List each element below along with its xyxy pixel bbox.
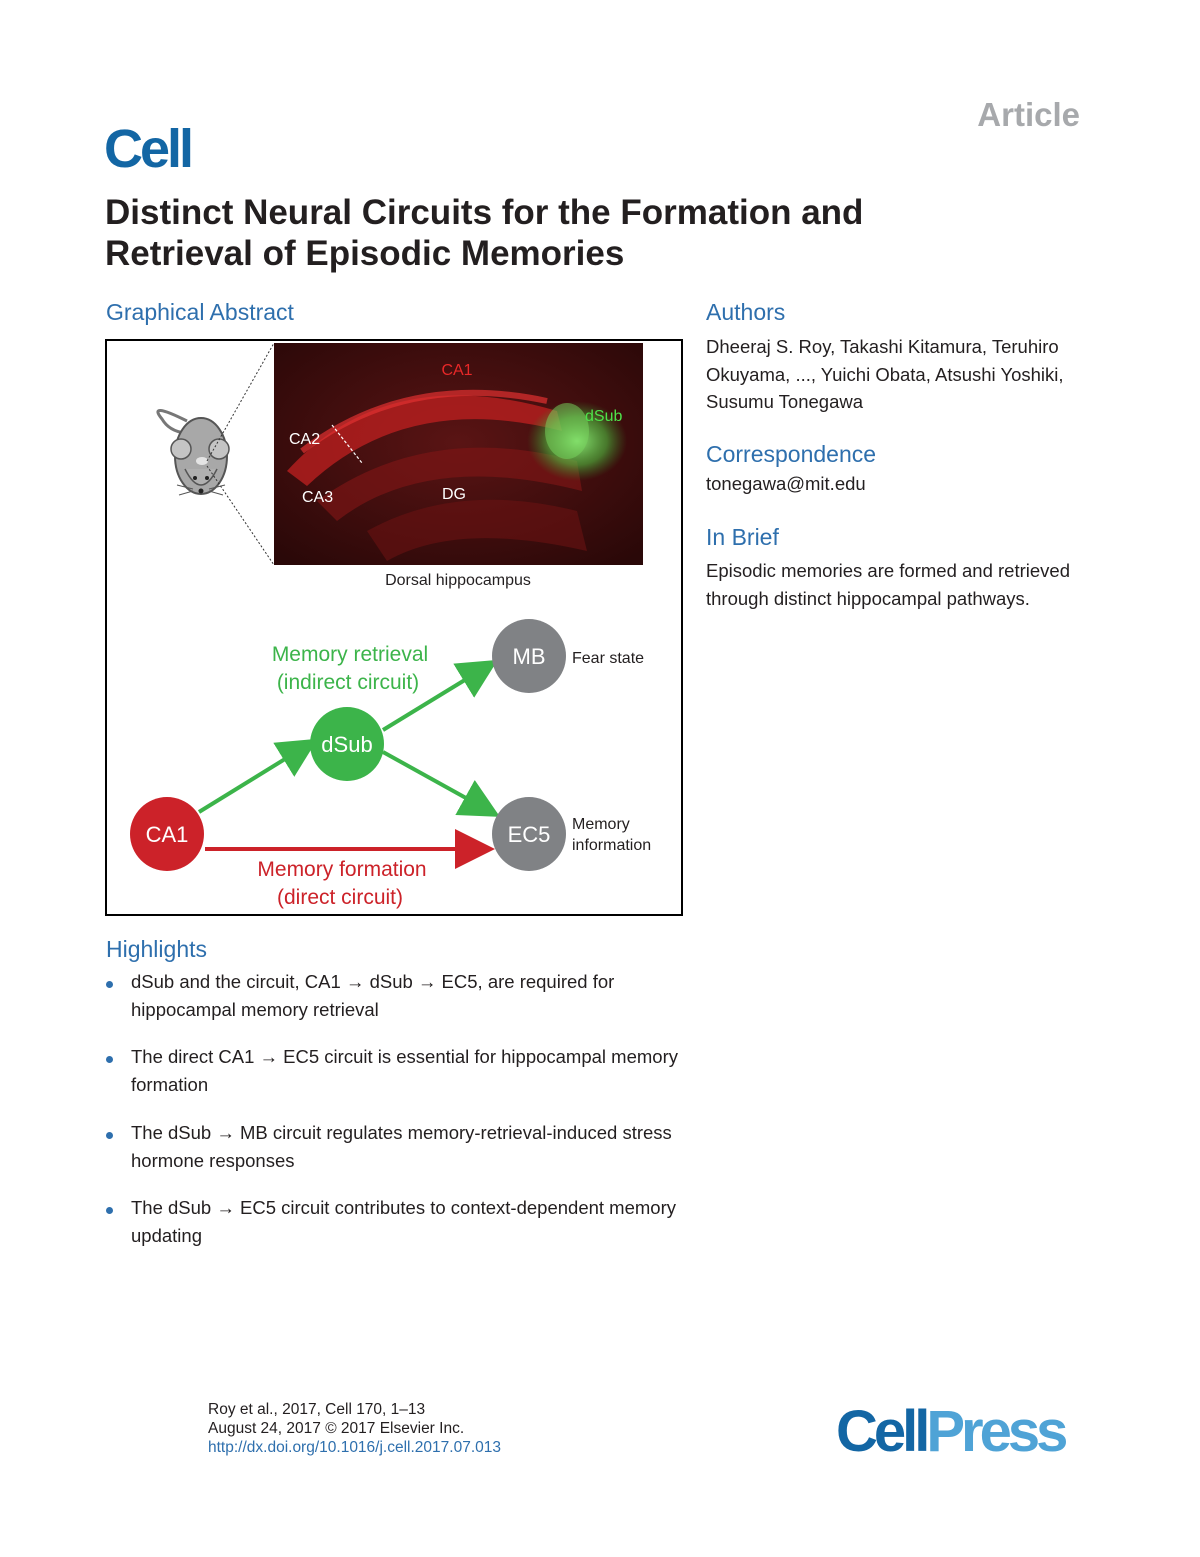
mb-node [492, 619, 566, 693]
cellpress-logo-part1: Cell [836, 1399, 930, 1464]
doi-link[interactable]: http://dx.doi.org/10.1016/j.cell.2017.07… [208, 1439, 501, 1456]
dg-region-label: DG [442, 486, 466, 503]
arrow-ca1-to-dsub [197, 738, 318, 814]
highlight-item: The dSub → MB circuit regulates memory-r… [106, 1119, 686, 1175]
ca1-node [130, 797, 204, 871]
ec5-note-line1: Memory [572, 816, 630, 833]
zoom-line-bottom [206, 465, 275, 566]
ec5-note-line2: information [572, 837, 651, 854]
formation-label-line2: (direct circuit) [277, 886, 403, 909]
arrow-dsub-to-mb [381, 659, 498, 732]
mouse-icon [156, 409, 230, 496]
graphical-abstract-figure: CA1 CA2 CA3 DG dSub Dorsal hippocampus C… [105, 339, 683, 916]
dsub-node [310, 707, 384, 781]
cellpress-logo-part2: Press [926, 1399, 1068, 1464]
article-type-label: Article [977, 96, 1080, 133]
article-title: Distinct Neural Circuits for the Formati… [105, 193, 864, 273]
dsub-node-label: dSub [321, 732, 372, 757]
correspondence-email[interactable]: tonegawa@mit.edu [706, 473, 866, 494]
ec5-node [492, 797, 566, 871]
bullet-icon [106, 1056, 113, 1063]
retrieval-label-line2: (indirect circuit) [277, 671, 419, 694]
highlight-text: The dSub → EC5 circuit contributes to co… [131, 1197, 676, 1246]
arrow-dsub-to-ec5 [382, 750, 500, 817]
dsub-region-label: dSub [585, 408, 622, 425]
graphical-abstract-svg: CA1 CA2 CA3 DG dSub Dorsal hippocampus C… [130, 342, 651, 909]
ca1-region-label: CA1 [441, 362, 472, 379]
in-brief-heading: In Brief [706, 524, 779, 550]
micrograph-caption: Dorsal hippocampus [385, 572, 531, 589]
bullet-icon [106, 981, 113, 988]
formation-label-line1: Memory formation [257, 858, 426, 881]
authors-heading: Authors [706, 299, 786, 325]
mb-note: Fear state [572, 650, 644, 667]
authors-list: Dheeraj S. Roy, Takashi Kitamura, Teruhi… [706, 336, 1064, 412]
hippocampus-micrograph [274, 343, 643, 565]
graphical-abstract-heading: Graphical Abstract [106, 299, 294, 325]
bullet-icon [106, 1207, 113, 1214]
correspondence-heading: Correspondence [706, 441, 877, 467]
journal-logo: Cell [104, 119, 194, 179]
highlight-item: The dSub → EC5 circuit contributes to co… [106, 1194, 686, 1250]
mb-node-label: MB [513, 644, 546, 669]
bullet-icon [106, 1132, 113, 1139]
cellpress-logo: CellPress [836, 1398, 1068, 1465]
highlights-heading: Highlights [106, 936, 207, 962]
ec5-node-label: EC5 [508, 822, 551, 847]
highlight-text: dSub and the circuit, CA1 → dSub → EC5, … [131, 971, 615, 1020]
ca1-node-label: CA1 [146, 822, 189, 847]
citation-date-line: August 24, 2017 © 2017 Elsevier Inc. [208, 1420, 465, 1437]
highlight-item: dSub and the circuit, CA1 → dSub → EC5, … [106, 968, 686, 1024]
zoom-line-top [206, 342, 275, 462]
in-brief-text: Episodic memories are formed and retriev… [706, 560, 1070, 609]
highlight-item: The direct CA1 → EC5 circuit is essentia… [106, 1043, 686, 1099]
highlight-text: The direct CA1 → EC5 circuit is essentia… [131, 1046, 678, 1095]
ca2-region-label: CA2 [289, 431, 320, 448]
citation-line: Roy et al., 2017, Cell 170, 1–13 [208, 1401, 426, 1418]
highlight-text: The dSub → MB circuit regulates memory-r… [131, 1122, 672, 1171]
retrieval-label-line1: Memory retrieval [272, 643, 428, 666]
ca3-region-label: CA3 [302, 489, 333, 506]
